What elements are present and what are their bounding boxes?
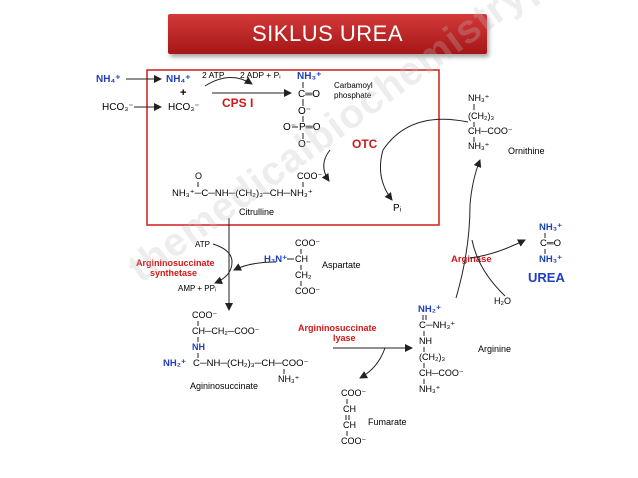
plus-sign: + [180, 87, 186, 99]
phosphate-o-bottom: O⁻ [298, 139, 311, 150]
carbamoyl-label-2: phosphate [334, 91, 372, 100]
carbamoyl-co: C═O [298, 89, 320, 100]
asl-enzyme-line2: lyase [333, 333, 356, 343]
fumarate-ch1: CH [343, 404, 356, 414]
cps-curved-arrow [204, 76, 253, 87]
fumarate-ch2: CH [343, 420, 356, 430]
asl-enzyme-line1: Argininosuccinate [298, 323, 377, 333]
ass-enzyme-line1: Argininosuccinate [136, 258, 215, 268]
arginase-arrow [455, 159, 482, 299]
arginine-nh3: NH₃⁺ [419, 384, 441, 394]
arginine-label: Arginine [478, 344, 511, 354]
aspartate-h3n: H₃N⁺ [264, 254, 287, 265]
aspartate-ch2: CH₂ [295, 270, 312, 280]
fumarate-coo-bottom: COO⁻ [341, 436, 367, 446]
as-label: Agininosuccinate [190, 381, 258, 391]
h2o-curve [471, 239, 506, 297]
otc-to-citrulline-arrow [321, 149, 331, 182]
arginine-c-nh3: C─NH₃⁺ [419, 320, 455, 331]
aspartate-arrow [233, 261, 277, 271]
aspartate-coo-bottom: COO⁻ [295, 286, 321, 296]
citrulline-coo: COO⁻ [297, 171, 323, 181]
arginine-nh2: NH₂⁺ [418, 304, 441, 315]
ornithine-label: Ornithine [508, 146, 545, 156]
ass-amp: AMP + PPᵢ [178, 284, 216, 293]
citrulline-o: O [195, 171, 202, 181]
page-title: SIKLUS UREA [252, 21, 403, 46]
arginine-nh: NH [419, 336, 432, 346]
ornithine-ch: CH─COO⁻ [468, 126, 513, 136]
urea-arrow [469, 239, 526, 259]
as-chain: C─NH─(CH₂)₃─CH─COO⁻ [193, 358, 308, 369]
phosphate-p: P═O [299, 122, 321, 133]
citrulline-label: Citrulline [239, 207, 274, 217]
fumarate-arrow [359, 347, 386, 379]
ornithine-nh3-bottom: NH₃⁺ [468, 141, 490, 151]
ornithine-nh3-top: NH₃⁺ [468, 93, 490, 103]
arginine-ch2: (CH₂)₃ [419, 352, 445, 362]
ornithine-to-otc-arrow [380, 118, 469, 201]
hco3-right: HCO₃⁻ [168, 102, 200, 113]
fumarate-label: Fumarate [368, 417, 407, 427]
citrulline-chain: NH₃⁺─C─NH─(CH₂)₃─CH─NH₃⁺ [172, 188, 313, 199]
aspartate-coo-top: COO⁻ [295, 238, 321, 248]
ass-enzyme-line2: synthetase [150, 268, 197, 278]
otc-pi: Pᵢ [393, 203, 402, 214]
cps-atp: 2 ATP [202, 70, 225, 80]
urea-co: C═O [540, 238, 561, 249]
urea-label: UREA [528, 270, 565, 285]
as-coo-top: COO⁻ [192, 310, 218, 320]
mitochondria-box [146, 69, 440, 226]
as-nh3: NH₃⁺ [278, 374, 300, 384]
as-ch-ch2-coo: CH─CH₂─COO⁻ [192, 326, 260, 336]
nh4-right: NH₄⁺ [166, 74, 191, 85]
fumarate-coo-top: COO⁻ [341, 388, 367, 398]
carbamoyl-nh3: NH₃⁺ [297, 71, 321, 82]
hco3-left: HCO₃⁻ [102, 102, 134, 113]
arginine-ch: CH─COO⁻ [419, 368, 464, 378]
aspartate-ch: CH [295, 254, 308, 264]
carbamoyl-label-1: Carbamoyl [334, 81, 373, 90]
urea-nh3-top: NH₃⁺ [539, 222, 562, 233]
ass-atp-curve [212, 243, 233, 285]
cps1-enzyme: CPS I [222, 96, 253, 110]
urea-nh3-bottom: NH₃⁺ [539, 254, 562, 265]
arginase-enzyme: Arginase [451, 254, 492, 265]
as-nh2: NH₂⁺ [163, 358, 186, 369]
nh4-left: NH₄⁺ [96, 74, 121, 85]
aspartate-label: Aspartate [322, 260, 361, 270]
phosphate-o-left: O⁻ [283, 122, 296, 133]
ass-atp: ATP [195, 240, 210, 249]
title-banner: SIKLUS UREA [168, 14, 487, 54]
arginase-h2o: H₂O [494, 296, 511, 306]
carbamoyl-o-minus: O⁻ [298, 106, 311, 117]
as-nh: NH [192, 342, 205, 352]
otc-enzyme: OTC [352, 137, 378, 151]
ornithine-ch2: (CH₂)₃ [468, 111, 494, 121]
cps-adp: 2 ADP + Pᵢ [240, 70, 281, 80]
